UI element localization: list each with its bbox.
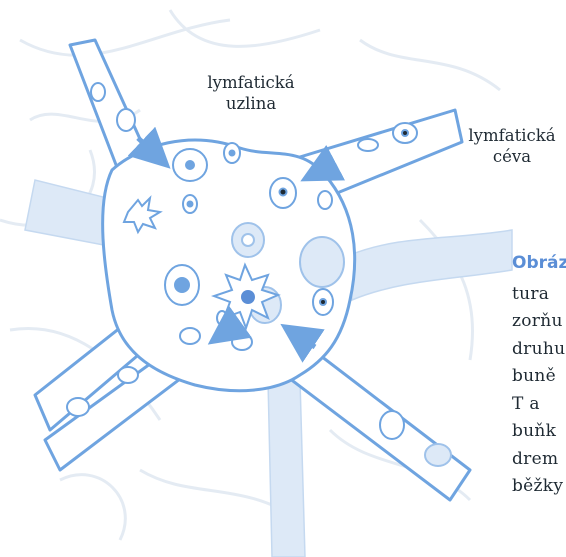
- caption-line: běžky: [512, 473, 566, 501]
- figure-caption: Obráz tura zorňu druhu buně T a buňk dre…: [512, 250, 566, 501]
- blood-vessel-right: [350, 230, 512, 300]
- lymphocyte-cell: [117, 109, 135, 131]
- label-lymph-vessel-line-1: lymfatická: [468, 126, 555, 145]
- label-lymph-node-line-1: lymfatická: [207, 73, 294, 92]
- caption-line: zorňu: [512, 308, 566, 336]
- lymphocyte-cell: [232, 334, 252, 350]
- lymphocyte-cell: [67, 398, 89, 416]
- caption-line: druhu: [512, 336, 566, 364]
- label-lymph-vessel: lymfatická céva: [452, 125, 566, 167]
- lymph-vessel-top-left: [70, 40, 145, 170]
- label-lymph-node: lymfatická uzlina: [196, 72, 306, 114]
- lymphocyte-cell: [180, 328, 200, 344]
- lymphocyte-cell: [118, 367, 138, 383]
- lymphocyte-nucleus: [186, 161, 194, 169]
- caption-line: buně: [512, 363, 566, 391]
- lymphocyte-cell: [318, 191, 332, 209]
- lymphocyte-cell: [380, 411, 404, 439]
- label-lymph-vessel-line-2: céva: [493, 147, 531, 166]
- lymphocyte-cell: [425, 444, 451, 466]
- caption-title: Obráz: [512, 250, 566, 278]
- lymphocyte-cell: [300, 237, 344, 287]
- label-lymph-node-line-2: uzlina: [226, 94, 276, 113]
- lymphocyte-cell: [91, 83, 105, 101]
- lymphocyte-cell: [358, 139, 378, 151]
- caption-line: drem: [512, 446, 566, 474]
- caption-line: tura: [512, 281, 566, 309]
- blood-vessel-bottom: [268, 380, 305, 557]
- caption-line: T a: [512, 391, 566, 419]
- caption-line: buňk: [512, 418, 566, 446]
